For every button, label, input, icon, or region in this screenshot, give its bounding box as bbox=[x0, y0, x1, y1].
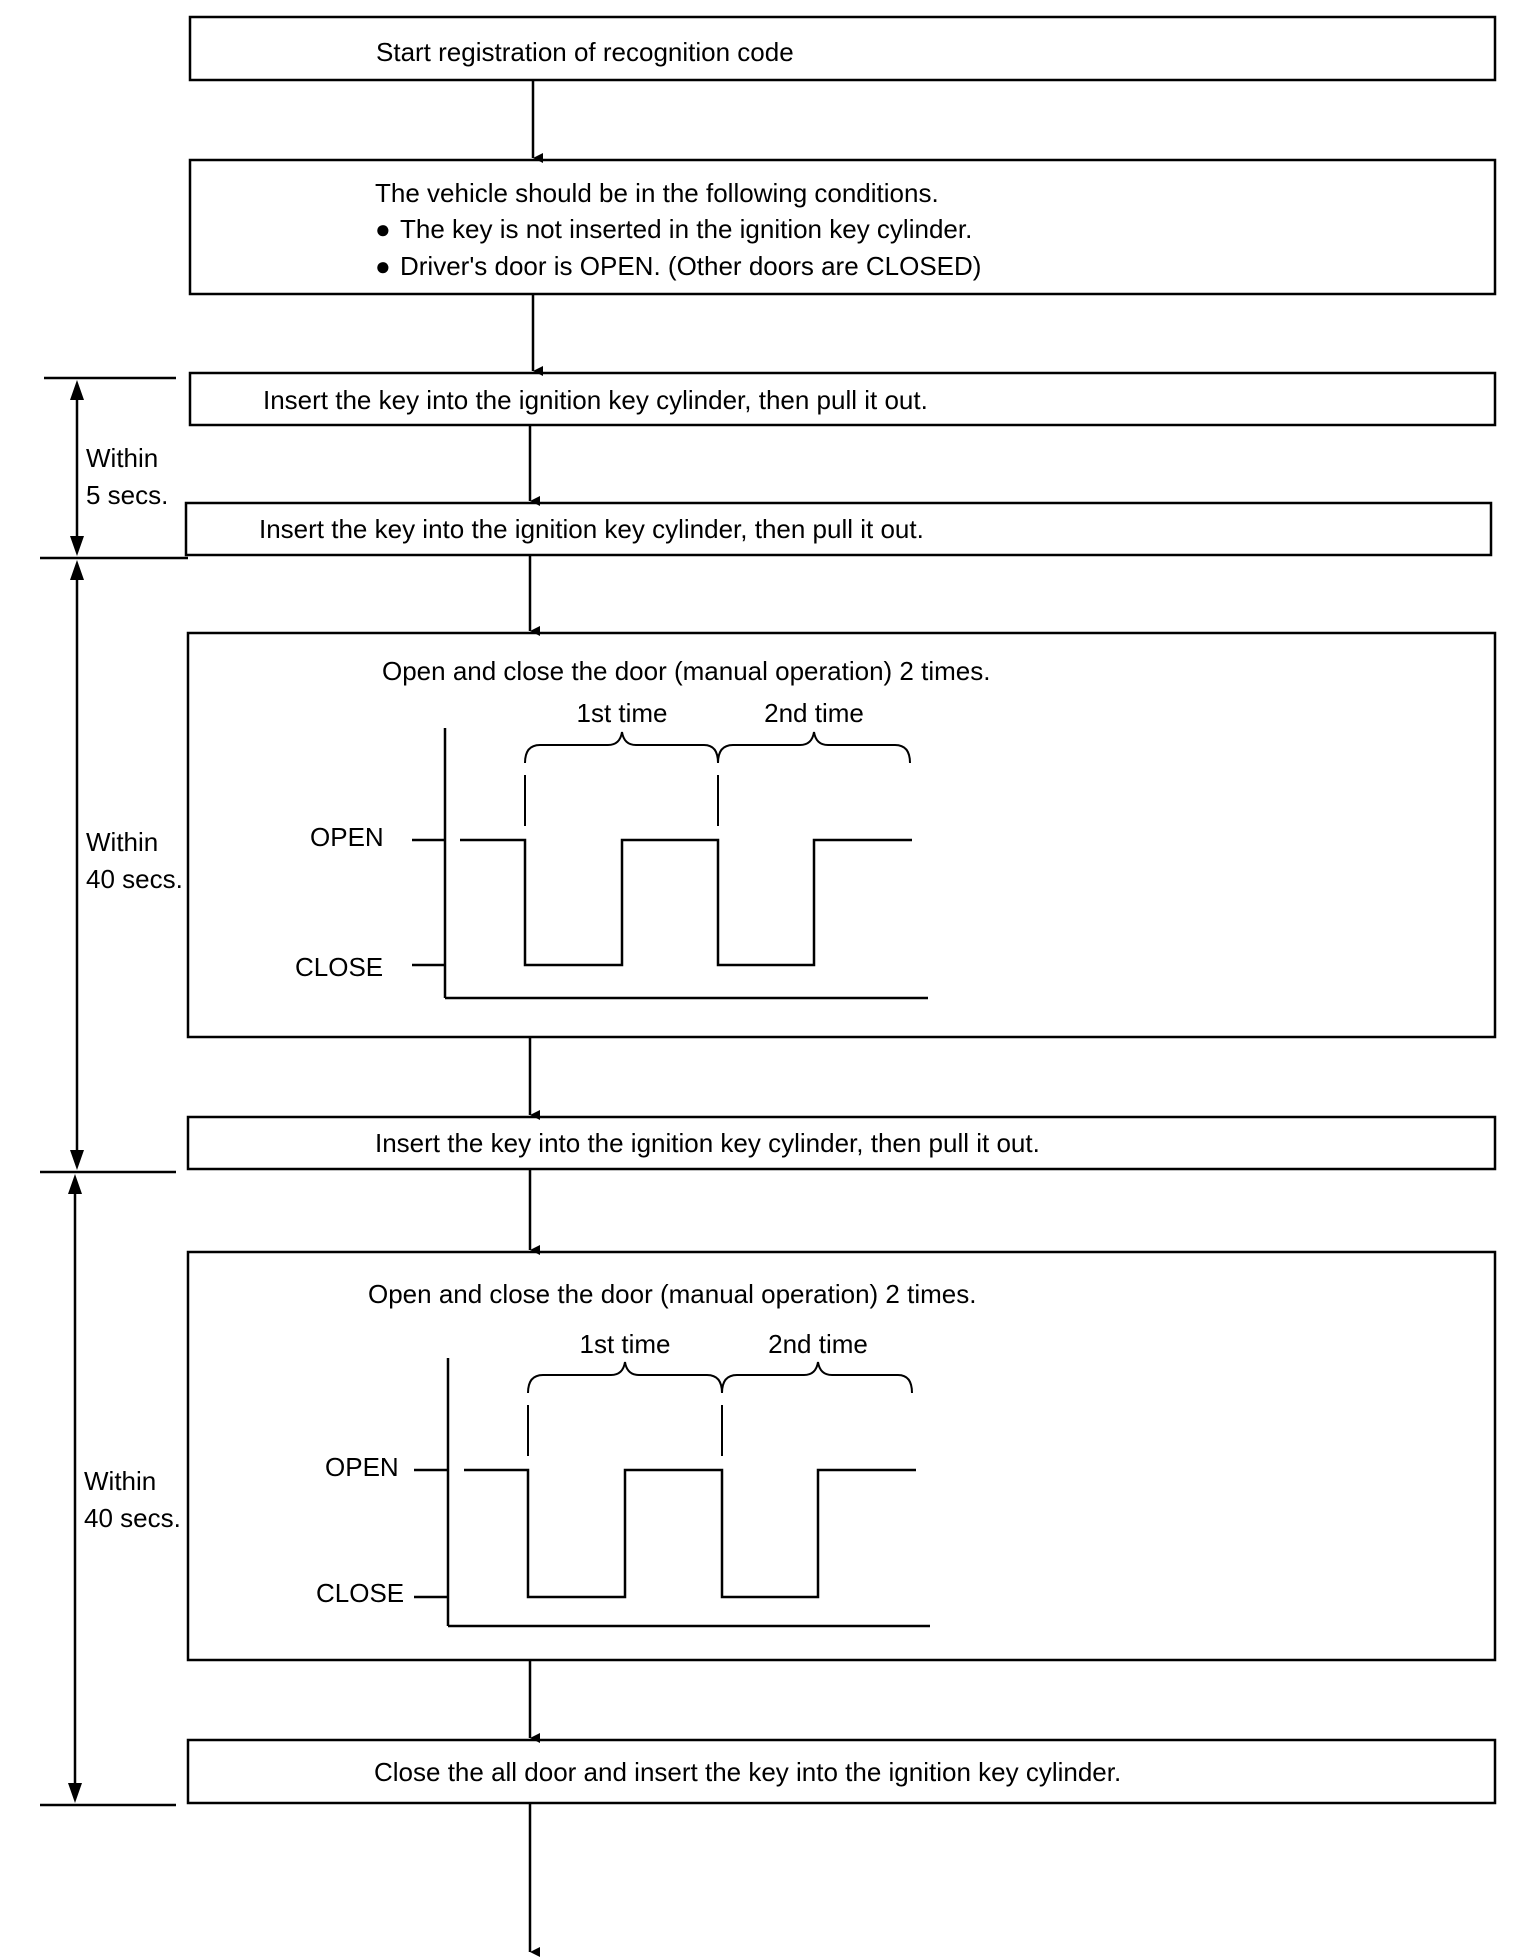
timing-chart-1: OPEN CLOSE 1st time 2nd time bbox=[295, 698, 928, 1000]
timing-2-second-label: 2nd time bbox=[768, 1329, 868, 1359]
timing-2-waveform bbox=[464, 1468, 916, 1599]
interval-40-secs-2: Within 40 secs. bbox=[68, 1174, 181, 1803]
timing-2-brace-2 bbox=[721, 1361, 913, 1394]
interval-1-line-1: Within bbox=[86, 443, 158, 473]
timing-2-brace-1 bbox=[527, 1361, 723, 1394]
condition-bullet-2: ● bbox=[375, 251, 391, 281]
step-door-cycle-2: Open and close the door (manual operatio… bbox=[186, 1250, 1497, 1662]
step-start-text: Start registration of recognition code bbox=[376, 37, 794, 67]
door-cycle-2-title: Open and close the door (manual operatio… bbox=[368, 1279, 976, 1309]
timing-1-second-label: 2nd time bbox=[764, 698, 864, 728]
timing-2-close-label: CLOSE bbox=[316, 1578, 404, 1608]
step-close-all: Close the all door and insert the key in… bbox=[186, 1738, 1497, 1805]
flow-arrows bbox=[528, 80, 543, 1957]
step-conditions: The vehicle should be in the following c… bbox=[188, 158, 1497, 296]
timing-1-brace-2 bbox=[717, 731, 911, 764]
step-insert-2: Insert the key into the ignition key cyl… bbox=[184, 501, 1493, 557]
step-insert-2-text: Insert the key into the ignition key cyl… bbox=[259, 514, 924, 544]
interval-2-line-2: 40 secs. bbox=[86, 864, 183, 894]
timing-1-close-label: CLOSE bbox=[295, 952, 383, 982]
door-cycle-1-title: Open and close the door (manual operatio… bbox=[382, 656, 990, 686]
step-insert-3: Insert the key into the ignition key cyl… bbox=[186, 1115, 1497, 1171]
step-insert-3-text: Insert the key into the ignition key cyl… bbox=[375, 1128, 1040, 1158]
condition-bullet-1: ● bbox=[375, 214, 391, 244]
timing-1-open-label: OPEN bbox=[310, 822, 384, 852]
step-start: Start registration of recognition code bbox=[188, 15, 1497, 82]
interval-2-line-1: Within bbox=[86, 827, 158, 857]
condition-1-text: The key is not inserted in the ignition … bbox=[400, 214, 972, 244]
interval-40-secs-1: Within 40 secs. bbox=[70, 560, 183, 1170]
condition-2-text: Driver's door is OPEN. (Other doors are … bbox=[400, 251, 981, 281]
interval-1-line-2: 5 secs. bbox=[86, 480, 168, 510]
interval-markers: Within 5 secs. Within 40 secs. Within 40… bbox=[40, 376, 188, 1807]
timing-1-brace-1 bbox=[524, 731, 719, 764]
timing-1-waveform bbox=[460, 838, 912, 967]
step-insert-1-text: Insert the key into the ignition key cyl… bbox=[263, 385, 928, 415]
step-door-cycle-1: Open and close the door (manual operatio… bbox=[186, 631, 1497, 1039]
timing-chart-2: OPEN CLOSE 1st time 2nd time bbox=[316, 1329, 930, 1628]
step-close-all-text: Close the all door and insert the key in… bbox=[374, 1757, 1121, 1787]
conditions-title: The vehicle should be in the following c… bbox=[375, 178, 939, 208]
timing-1-first-label: 1st time bbox=[576, 698, 667, 728]
timing-2-open-label: OPEN bbox=[325, 1452, 399, 1482]
interval-5-secs: Within 5 secs. bbox=[70, 380, 168, 556]
timing-2-first-label: 1st time bbox=[579, 1329, 670, 1359]
interval-3-line-1: Within bbox=[84, 1466, 156, 1496]
interval-3-line-2: 40 secs. bbox=[84, 1503, 181, 1533]
step-insert-1: Insert the key into the ignition key cyl… bbox=[188, 371, 1497, 427]
